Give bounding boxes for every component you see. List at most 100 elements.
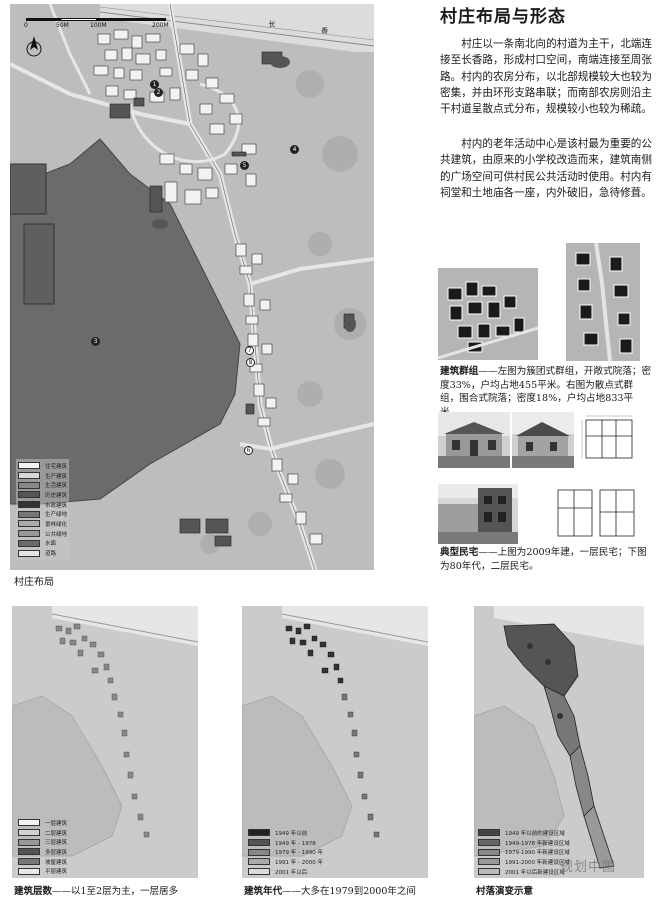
legend-label: 1979-1990 年新建设区域 (505, 850, 570, 857)
legend-row: 一层建筑 (18, 818, 67, 828)
legend-label: 公共绿地 (45, 531, 68, 538)
legend-label: 景林绿化 (45, 521, 68, 528)
building-age-caption: 建筑年代——大多在1979到2000年之间 (244, 883, 416, 897)
building-floors-caption-text: ——以1至2层为主，一层居多 (52, 886, 179, 897)
legend-label: 2001 年以后新建设区域 (505, 869, 565, 876)
village-evolution-caption: 村落演变示意 (476, 883, 533, 897)
scale-bar: 0 50M 100M 200M (22, 10, 172, 29)
legend-row: 市政建筑 (18, 500, 67, 510)
legend-row: 多层建筑 (18, 847, 67, 857)
house-floor-plan-2009-graphic (581, 415, 633, 459)
legend-label: 生活建筑 (45, 483, 68, 490)
house-caption-text: ——上图为2009年建，一层民宅；下图为80年代，二层民宅。 (440, 547, 647, 572)
legend-row: 水面 (18, 539, 67, 549)
legend-label: 平层建筑 (45, 869, 68, 876)
building-age-legend: 1949 年以前 1949 年 - 1978 1979 年 - 1990 年 1… (248, 828, 323, 876)
marker-6: 6 (244, 446, 253, 455)
marker-2: 2 (154, 88, 163, 97)
legend-row: 1991 年 - 2000 年 (248, 857, 323, 867)
legend-row: 生产绿地 (18, 509, 67, 519)
house-photo-2009-side (512, 412, 574, 468)
legend-row: 1949-1978 年新建设区域 (478, 838, 570, 848)
marker-7: 7 (245, 346, 254, 355)
legend-label: 生产绿地 (45, 512, 68, 519)
legend-label: 坡屋建筑 (45, 859, 68, 866)
house-floor-plan-2009 (580, 412, 638, 468)
legend-label: 1949 年以前 (275, 830, 308, 837)
watermark: 规划中国 (560, 860, 617, 875)
legend-row: 1949 年以前的建设区域 (478, 828, 570, 838)
building-floors-map: 一层建筑 二层建筑 三层建筑 多层建筑 坡屋建筑 平层建筑 (12, 606, 198, 878)
legend-row: 坡屋建筑 (18, 857, 67, 867)
scale-label-0: 0 (24, 22, 28, 29)
house-photo-1980s-graphic (438, 484, 518, 544)
legend-label: 2001 年以后 (275, 869, 308, 876)
cluster-figure-right (566, 243, 640, 361)
paragraph-1: 村庄以一条南北向的村道为主干，北端连接至长香路，形成村口空间，南端连接至周张路。… (440, 38, 652, 116)
legend-label: 1991-2000 年新建设区域 (505, 859, 570, 866)
legend-row: 平层建筑 (18, 866, 67, 876)
paragraph-2: 村内的老年活动中心是该村最为重要的公共建筑，由原来的小学校改造而来，建筑南侧的广… (440, 138, 652, 199)
scale-label-200: 200M (152, 22, 169, 29)
house-photo-2009-side-graphic (512, 412, 574, 468)
village-layout-map-graphic (10, 4, 374, 570)
building-age-caption-title: 建筑年代 (244, 886, 283, 897)
legend-label: 生产建筑 (45, 473, 68, 480)
legend-label: 1949 年以前的建设区域 (505, 830, 565, 837)
legend-row: 1991-2000 年新建设区域 (478, 857, 570, 867)
building-floors-map-graphic (12, 606, 198, 878)
legend-row: 生活建筑 (18, 480, 67, 490)
legend-row: 1979 年 - 1990 年 (248, 847, 323, 857)
legend-label: 水面 (45, 541, 57, 548)
marker-8: 8 (246, 358, 255, 367)
north-arrow-icon (26, 36, 42, 58)
legend-row: 历史建筑 (18, 490, 67, 500)
legend-row: 1949 年 - 1978 (248, 838, 323, 848)
scale-label-100: 100M (90, 22, 107, 29)
legend-label: 1979 年 - 1990 年 (275, 850, 323, 857)
legend-row: 二层建筑 (18, 828, 67, 838)
scale-label-50: 50M (56, 22, 69, 29)
marker-3: 3 (91, 337, 100, 346)
legend-row: 2001 年以后新建设区域 (478, 867, 570, 877)
building-floors-legend: 一层建筑 二层建筑 三层建筑 多层建筑 坡屋建筑 平层建筑 (18, 818, 67, 876)
legend-label: 多层建筑 (45, 849, 68, 856)
legend-row: 住宅建筑 (18, 461, 67, 471)
page-title: 村庄布局与形态 (440, 7, 566, 27)
main-map-legend: 住宅建筑 生产建筑 生活建筑 历史建筑 市政建筑 生产绿地 景林绿化 公共绿地 … (16, 459, 70, 560)
village-evolution-map-graphic (474, 606, 644, 878)
legend-label: 1991 年 - 2000 年 (275, 859, 323, 866)
legend-label: 道路 (45, 551, 57, 558)
marker-5: 5 (240, 161, 249, 170)
legend-label: 二层建筑 (45, 830, 68, 837)
house-photo-2009-graphic (438, 412, 510, 468)
legend-label: 一层建筑 (45, 820, 68, 827)
house-floor-plan-1980s-graphic (557, 489, 635, 537)
building-age-map-graphic (242, 606, 428, 878)
house-floor-plan-1980s (554, 484, 640, 544)
legend-row: 景林绿化 (18, 519, 67, 529)
cluster-left-graphic (438, 281, 538, 360)
building-floors-caption-title: 建筑层数 (14, 886, 53, 897)
village-evolution-caption-title: 村落演变示意 (476, 886, 534, 897)
legend-label: 市政建筑 (45, 502, 68, 509)
legend-label: 1949-1978 年新建设区域 (505, 840, 570, 847)
legend-label: 三层建筑 (45, 840, 68, 847)
cluster-figure-left (438, 268, 538, 360)
house-photo-1980s (438, 484, 518, 544)
cluster-right-graphic (575, 243, 633, 361)
building-floors-caption: 建筑层数——以1至2层为主，一层居多 (14, 883, 178, 897)
village-evolution-map: 1949 年以前的建设区域 1949-1978 年新建设区域 1979-1990… (474, 606, 644, 878)
house-caption: 典型民宅——上图为2009年建，一层民宅；下图为80年代，二层民宅。 (440, 546, 652, 573)
village-layout-map: 0 50M 100M 200M 长 香 1 2 3 4 5 6 7 8 住宅建筑… (10, 4, 374, 570)
legend-label: 1949 年 - 1978 (275, 840, 316, 847)
cluster-caption: 建筑群组——左图为簇团式群组，开敞式院落；密度33%，户均占地455平米。右图为… (440, 365, 652, 419)
legend-row: 三层建筑 (18, 837, 67, 847)
house-caption-title: 典型民宅 (440, 547, 479, 558)
house-photo-2009 (438, 412, 510, 468)
legend-row: 2001 年以后 (248, 867, 323, 877)
legend-label: 历史建筑 (45, 492, 68, 499)
marker-4: 4 (290, 145, 299, 154)
building-age-caption-text: ——大多在1979到2000年之间 (282, 886, 416, 897)
cluster-caption-title: 建筑群组 (440, 366, 479, 377)
